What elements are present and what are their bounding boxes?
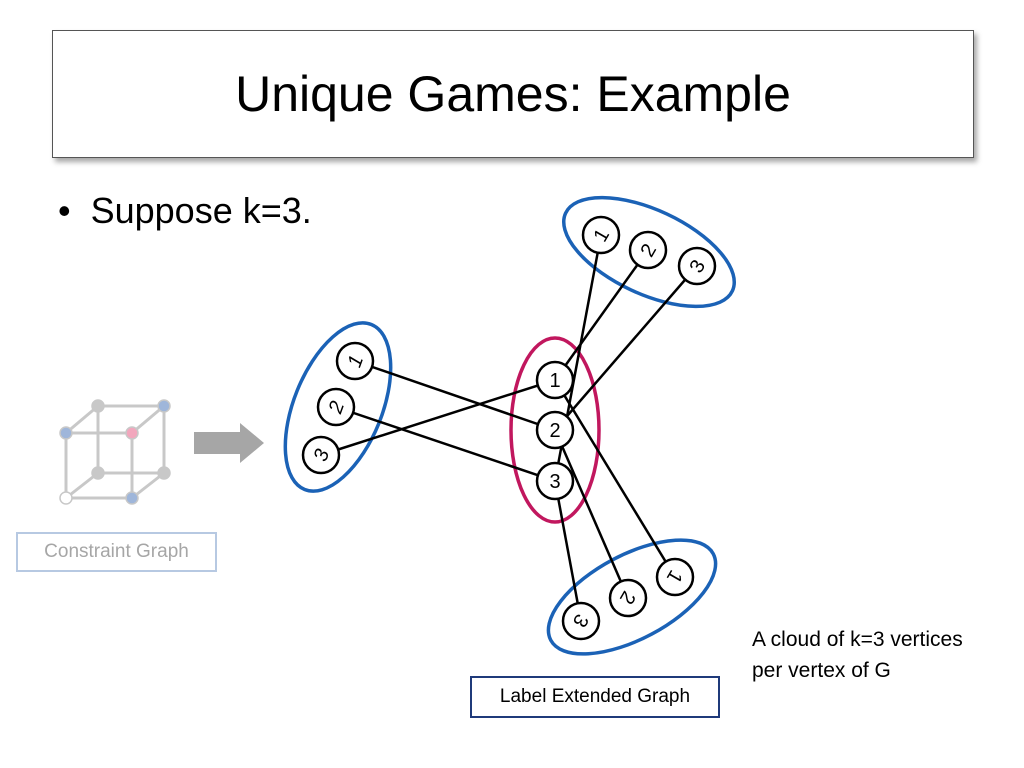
vertex-label: 1 [549, 370, 560, 392]
vertex-circle [335, 341, 375, 381]
vertex-circle [608, 578, 648, 618]
cloud-note-line1: A cloud of k=3 vertices [752, 628, 963, 651]
bullet-text: Suppose k=3. [90, 190, 312, 231]
vertex-left-1: 1 [335, 341, 375, 381]
cube-node-7 [59, 491, 73, 505]
cube-node-8 [125, 491, 139, 505]
edge-center-2-to-bottom-right-2 [553, 429, 630, 599]
vertex-circle [561, 601, 601, 641]
cube-node-2 [157, 399, 171, 413]
vertex-circle [316, 387, 356, 427]
label-extended-graph-label: Label Extended Graph [470, 676, 720, 718]
slide-title: Unique Games: Example [235, 66, 791, 122]
vertex-top-right-2: 2 [628, 230, 668, 270]
cube-node-3 [59, 426, 73, 440]
edge-left-3-to-center-1 [320, 378, 556, 457]
edge-center-3-to-bottom-right-3 [553, 480, 583, 622]
cube-node-6 [157, 466, 171, 480]
edge-left-2-to-center-3 [335, 405, 556, 483]
edge-center-1-to-bottom-right-1 [553, 379, 677, 578]
vertex-bottom-right-1: 1 [655, 557, 695, 597]
vertex-top-right-1: 1 [581, 215, 621, 255]
vertex-circle [535, 461, 575, 501]
cube-node-4 [125, 426, 139, 440]
cube-node-5 [91, 466, 105, 480]
vertex-circle [677, 246, 717, 286]
vertex-circle [535, 410, 575, 450]
vertex-circle [655, 557, 695, 597]
edge-center-2-to-top-right-3 [554, 265, 698, 431]
vertex-top-right-3: 3 [677, 246, 717, 286]
bullet-item: • Suppose k=3. [58, 190, 312, 232]
cloud-top-right [562, 195, 736, 309]
vertex-center-3: 3 [535, 461, 575, 501]
transform-arrow [194, 423, 264, 463]
cloud-center [509, 336, 601, 524]
vertex-circle [581, 215, 621, 255]
cloud-note: A cloud of k=3 vertices per vertex of G [752, 624, 963, 686]
vertex-label: 3 [549, 471, 560, 493]
vertex-left-2: 2 [316, 387, 356, 427]
cube-node-1 [91, 399, 105, 413]
vertex-label: 2 [549, 420, 560, 442]
cloud-note-line2: per vertex of G [752, 659, 891, 682]
title-box: Unique Games: Example [52, 30, 974, 158]
constraint-graph-cube [64, 404, 166, 500]
vertex-left-3: 3 [301, 435, 341, 475]
vertex-center-2: 2 [535, 410, 575, 450]
bullet-marker: • [58, 190, 71, 231]
constraint-graph-label: Constraint Graph [16, 532, 217, 572]
vertex-bottom-right-3: 3 [561, 601, 601, 641]
vertex-circle [628, 230, 668, 270]
vertex-circle [301, 435, 341, 475]
edge-left-1-to-center-2 [354, 359, 556, 432]
vertex-center-1: 1 [535, 360, 575, 400]
cloud-left [283, 321, 393, 493]
edge-center-1-to-top-right-2 [553, 249, 650, 381]
vertex-circle [535, 360, 575, 400]
vertex-bottom-right-2: 2 [608, 578, 648, 618]
